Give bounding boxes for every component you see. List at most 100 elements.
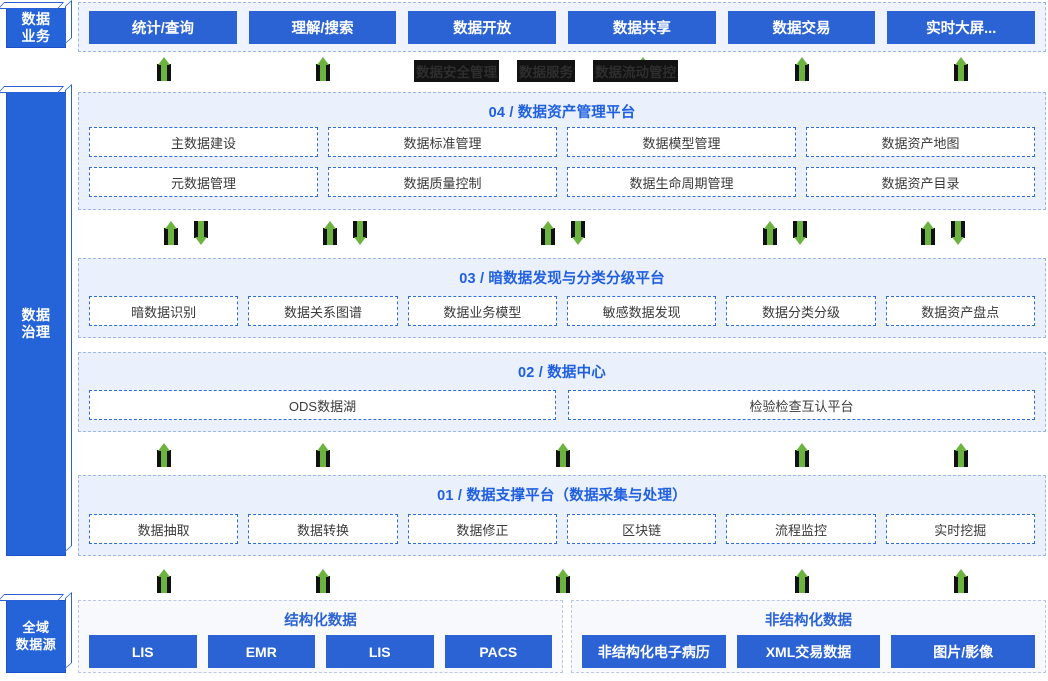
card-label: 敏感数据发现 [602,304,681,320]
layer-01-card[interactable]: 流程监控 [726,514,876,544]
layer-04-card[interactable]: 数据质量控制 [328,167,557,197]
card-label: 流程监控 [774,522,827,538]
business-item-label: 理解/搜索 [291,21,354,37]
layer-04-card[interactable]: 数据模型管理 [567,127,796,157]
card-label: 数据抽取 [137,522,190,538]
source-item-emr[interactable]: EMR [207,635,315,668]
arrow-up-icon [763,220,777,246]
business-item-0[interactable]: 统计/查询 [89,11,237,44]
arrow-up-icon [157,442,171,468]
arrow-down-icon [951,220,965,246]
source-item-label: PACS [479,643,518,660]
layer-04-card[interactable]: 主数据建设 [89,127,318,157]
business-item-2[interactable]: 数据开放 [408,11,557,44]
arrow-up-icon [164,220,178,246]
highlighted-label-strip: 数据安全管理 数据服务 数据流动管控 [414,60,678,82]
rail-sources-line2: 数据源 [15,636,57,652]
layer-03-card[interactable]: 数据分类分级 [726,296,876,326]
source-group-unstructured-items: 非结构化电子病历 XML交易数据 图片/影像 [582,635,1036,668]
business-item-label: 数据共享 [612,21,671,37]
layer-01-card[interactable]: 区块链 [566,514,717,544]
arrow-group-2 [316,442,330,468]
card-label: 数据资产盘点 [921,304,1000,320]
arrow-group-3 [556,442,570,468]
layer-04-card[interactable]: 元数据管理 [89,167,318,197]
layer-03-card[interactable]: 数据资产盘点 [885,296,1035,326]
layer-03-card[interactable]: 敏感数据发现 [566,296,717,326]
card-label: 数据模型管理 [642,135,721,151]
source-group-structured-items: LIS EMR LIS PACS [89,635,552,668]
highlighted-label-0: 数据安全管理 [414,60,499,82]
layer-01-row-0: 数据抽取 数据转换 数据修正 区块链 流程监控 实时挖掘 [89,514,1035,544]
arrow-down-icon [793,220,807,246]
source-item-label: LIS [131,643,154,660]
layer-03-card[interactable]: 数据业务模型 [407,296,557,326]
layer-02-title: 02 / 数据中心 [517,365,606,381]
card-label: 数据资产目录 [881,175,960,191]
arrow-group-5 [954,568,968,594]
layer-02-card[interactable]: ODS数据湖 [89,390,556,420]
layer-01-card[interactable]: 数据修正 [407,514,557,544]
source-item-image[interactable]: 图片/影像 [891,635,1036,668]
source-item-lis-2[interactable]: LIS [326,635,434,668]
arrow-pair-4 [763,220,807,246]
arrow-group-1 [157,442,171,468]
card-label: 数据业务模型 [443,304,522,320]
business-item-4[interactable]: 数据交易 [727,11,876,44]
arrow-up-icon [157,568,171,594]
layer-01-card[interactable]: 数据转换 [248,514,398,544]
arrow-up-icon [795,442,809,468]
layer-02-card[interactable]: 检验检查互认平台 [568,390,1035,420]
card-label: 数据分类分级 [761,304,840,320]
source-item-label: EMR [245,643,277,660]
source-item-pacs[interactable]: PACS [444,635,552,668]
business-item-1[interactable]: 理解/搜索 [248,11,397,44]
arrow-down-icon [194,220,208,246]
rail-data-governance: 数据 治理 [6,92,66,556]
source-item-lis-1[interactable]: LIS [89,635,197,668]
arrow-group-4 [795,56,809,82]
card-label: 实时挖掘 [934,522,987,538]
layer-04-card[interactable]: 数据标准管理 [328,127,557,157]
arrow-up-icon [541,220,555,246]
layer-04-title: 04 / 数据资产管理平台 [488,105,636,121]
card-label: 主数据建设 [170,135,236,151]
source-group-unstructured: 非结构化数据 非结构化电子病历 XML交易数据 图片/影像 [571,600,1046,673]
arrow-group-2 [316,56,330,82]
layer-03-card[interactable]: 暗数据识别 [89,296,239,326]
source-item-label: XML交易数据 [765,643,852,660]
arrow-up-icon [954,56,968,82]
arrow-up-icon [921,220,935,246]
layer-01-card[interactable]: 实时挖掘 [885,514,1035,544]
layer-03-card[interactable]: 数据关系图谱 [248,296,398,326]
layer-01-card[interactable]: 数据抽取 [89,514,239,544]
card-label: 数据质量控制 [403,175,482,191]
arrow-group-5 [954,56,968,82]
card-label: 元数据管理 [170,175,236,191]
highlighted-label-1: 数据服务 [517,60,575,82]
business-item-5[interactable]: 实时大屏... [887,11,1036,44]
business-item-3[interactable]: 数据共享 [568,11,716,44]
business-item-label: 数据开放 [453,21,512,37]
arrow-down-icon [353,220,367,246]
source-item-unstructured-emr[interactable]: 非结构化电子病历 [582,635,726,668]
rail-business-line2: 业务 [21,28,51,44]
layer-03-row-0: 暗数据识别 数据关系图谱 数据业务模型 敏感数据发现 数据分类分级 数据资产盘点 [89,296,1035,326]
business-item-label: 统计/查询 [131,21,194,37]
layer-04-card[interactable]: 数据资产目录 [806,167,1035,197]
layer-04-card[interactable]: 数据资产地图 [806,127,1035,157]
layer-04-card[interactable]: 数据生命周期管理 [567,167,796,197]
card-label: 数据关系图谱 [283,304,362,320]
arrow-up-icon [323,220,337,246]
arrow-up-icon [795,568,809,594]
card-label: 数据标准管理 [403,135,482,151]
layer-01-title: 01 / 数据支撑平台（数据采集与处理） [437,488,687,504]
layer-03-title: 03 / 暗数据发现与分类分级平台 [459,271,665,287]
rail-governance-line2: 治理 [21,324,51,340]
arrow-row-04-to-03 [78,220,1046,250]
arrow-group-1 [157,568,171,594]
source-group-structured: 结构化数据 LIS EMR LIS PACS [78,600,563,673]
source-item-xml[interactable]: XML交易数据 [736,635,881,668]
rail-governance-line1: 数据 [21,306,51,323]
